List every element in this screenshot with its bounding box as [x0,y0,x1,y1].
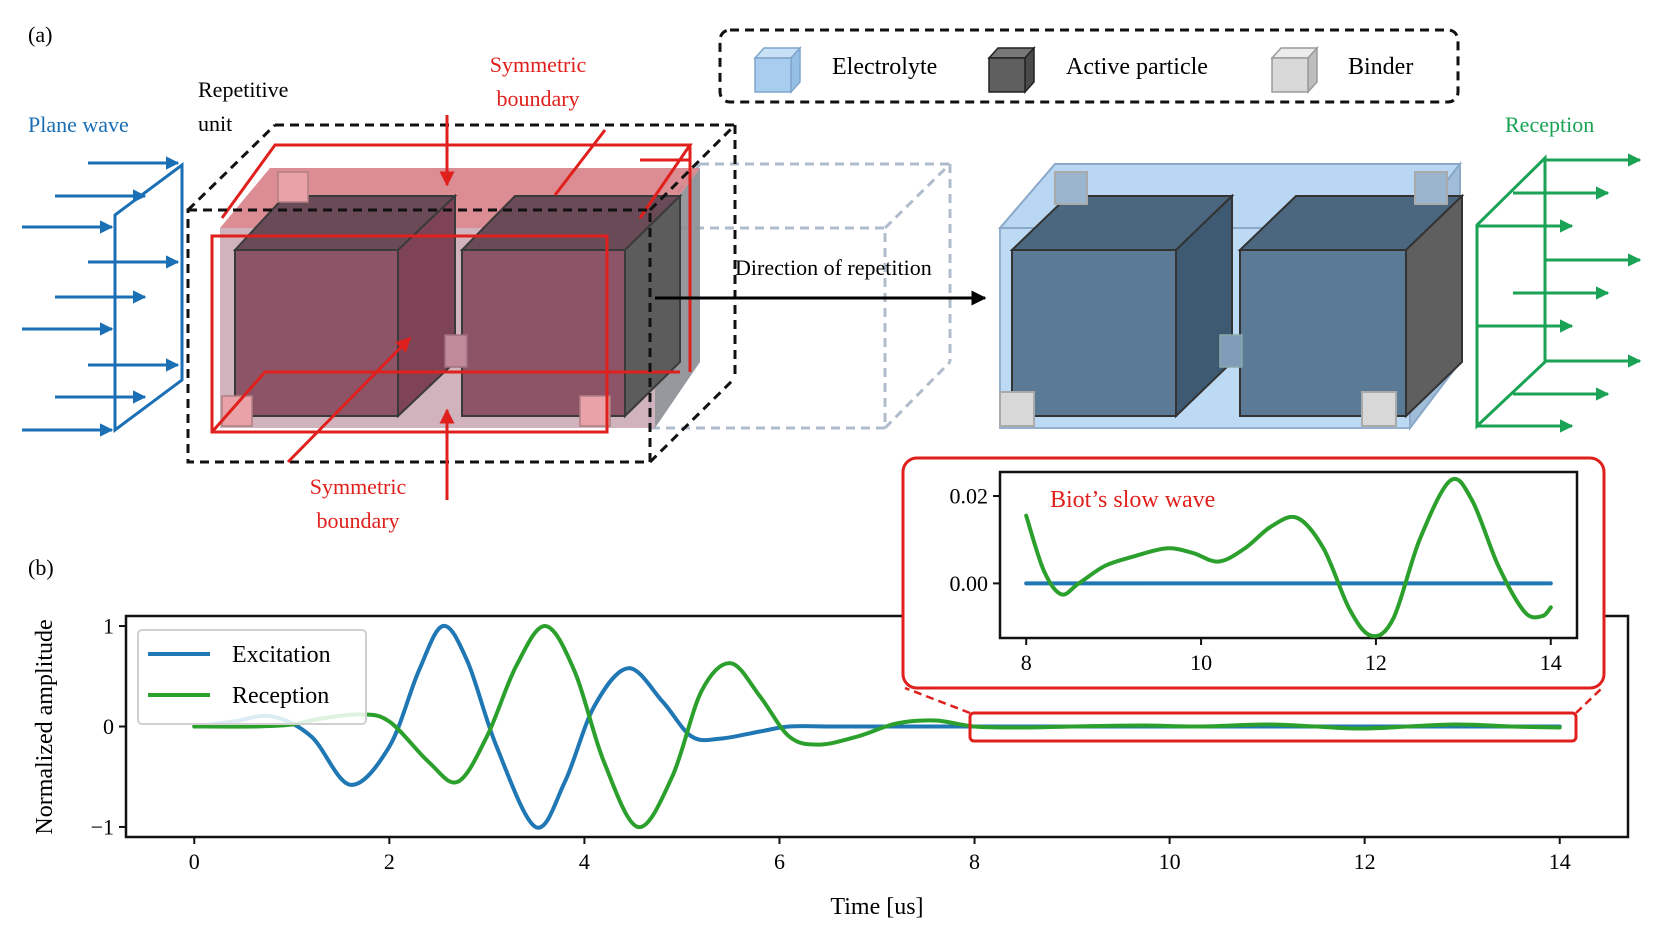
zoom-connector-right [1575,687,1603,714]
inset-border [901,456,1606,690]
legend-excitation-label: Excitation [232,642,331,668]
symmetric-boundary-bottom-1: Symmetric [310,474,407,499]
symmetric-boundary-planes [210,143,693,434]
active-particle-cube-icon [987,46,1036,94]
inset-series [1024,477,1553,639]
reception-arrows [1477,153,1642,433]
binder-4 [444,334,468,368]
reception-label: Reception [1505,112,1594,137]
x-axis-label: Time [us] [830,894,923,920]
main-xtick-label-4: 8 [969,849,980,874]
main-xtick-label-7: 14 [1549,849,1571,874]
legend-reception-label: Reception [232,683,329,709]
y-axis-label: Normalized amplitude [32,619,58,834]
main-ytick-label-2: 1 [103,614,114,639]
plane-wave-group: Plane wave [22,112,184,437]
inset-plot: 8 10 12 14 0.00 0.02 Biot’s slow wave [901,456,1606,690]
main-xtick-label-1: 2 [384,849,395,874]
inset-frame [998,470,1579,640]
repeated-binder-5 [1219,334,1243,368]
symmetric-arrow-bottom-diag [286,336,412,464]
legend-active-particle-label: Active particle [1066,54,1208,80]
inset-annotation: Biot’s slow wave [1050,487,1215,513]
repetitive-unit-label-2: unit [198,111,232,136]
repeated-binder-3 [999,391,1035,427]
legend-binder-label: Binder [1348,54,1413,80]
main-series-1-line [192,624,1562,829]
active-particle-1 [232,193,458,419]
binder-3 [579,395,611,427]
repeated-binder-4 [1361,391,1397,427]
panel-b-label: (b) [28,555,54,580]
plane-wave-front [113,162,184,433]
inset-ytick-label-1: 0.02 [950,484,989,509]
legend-electrolyte-label: Electrolyte [832,54,937,80]
symmetric-boundary-top-1: Symmetric [490,52,587,77]
plot-legend: Excitation Reception [137,629,367,725]
plane-wave-label: Plane wave [28,112,129,137]
binder-1 [277,171,309,203]
plane-wave-arrows [22,156,180,437]
repetitive-unit-box [186,123,737,464]
panel-a-label: (a) [28,22,52,47]
main-xtick-label-2: 4 [579,849,590,874]
repetitive-unit-label-1: Repetitive [198,77,288,102]
main-xtick-label-3: 6 [774,849,785,874]
symmetric-boundary-bottom-2: boundary [316,508,399,533]
symmetric-arrow-top-diag [553,129,607,196]
repeated-domain [997,161,1465,431]
main-series [192,624,1562,830]
symmetric-boundary-top-2: boundary [496,86,579,111]
main-xtick-label-0: 0 [189,849,200,874]
inset-ytick-label-0: 0.00 [950,571,989,596]
binder-cube-icon [1270,46,1319,94]
direction-label: Direction of repetition [735,255,932,280]
active-particle-2 [459,193,683,419]
inset-ticks: 8 10 12 14 0.00 0.02 [950,484,1562,675]
inset-series-1-line [1024,477,1553,639]
repeated-binder-2 [1414,171,1448,205]
repeated-binder-1 [1054,171,1088,205]
reception-group: Reception [1475,112,1642,433]
repeated-particle-2 [1237,193,1465,419]
main-xtick-label-6: 12 [1354,849,1376,874]
inset-xtick-label-2: 12 [1365,650,1387,675]
inset-xtick-label-1: 10 [1190,650,1212,675]
main-xtick-label-5: 10 [1159,849,1181,874]
reception-plane [1475,154,1547,430]
repetitive-unit-cell [186,123,737,464]
electrolyte-cube-icon [753,46,802,94]
main-ytick-label-0: −1 [91,815,114,840]
materials-legend: Electrolyte Active particle Binder [718,28,1460,104]
inset-xtick-label-0: 8 [1021,650,1032,675]
zoom-connector-left [904,686,971,715]
zoom-region [968,711,1578,743]
inset-xtick-label-3: 14 [1540,650,1562,675]
main-ytick-label-1: 0 [103,714,114,739]
main-plot: 0 2 4 6 8 10 12 14 −1 0 1 Time [us] Normalized amp… [32,614,1630,920]
binder-2 [221,395,253,427]
main-ticks: 0 2 4 6 8 10 12 14 −1 0 1 [91,614,1571,874]
repeated-particle-1 [1009,193,1235,419]
